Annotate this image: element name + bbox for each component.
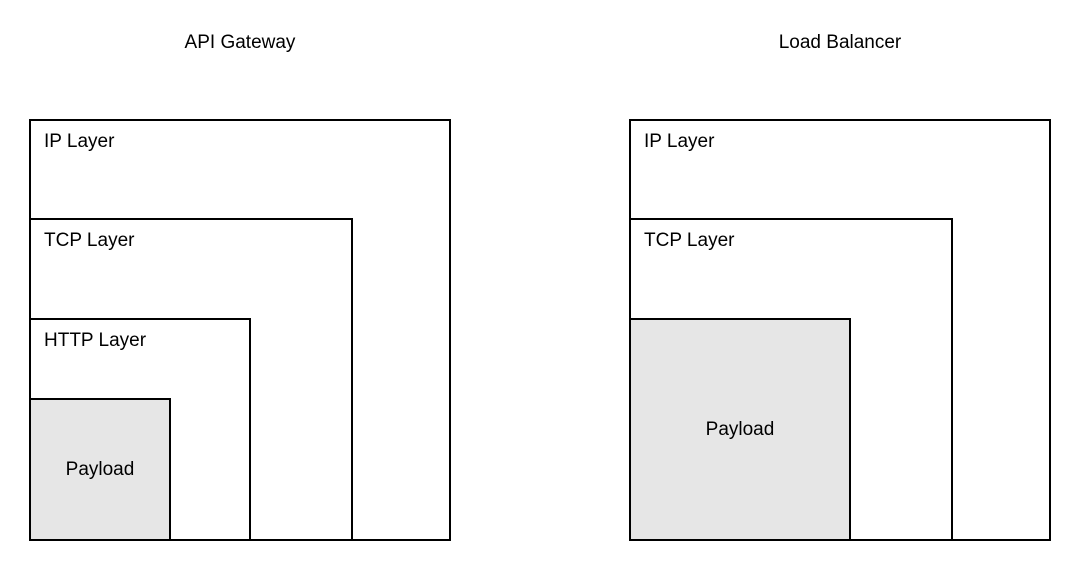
api-gateway-tcp-layer-label: TCP Layer <box>44 230 135 251</box>
load-balancer-payload-box: Payload <box>629 318 851 541</box>
api-gateway-ip-layer-label: IP Layer <box>44 131 115 152</box>
diagram-title-api-gateway: API Gateway <box>184 32 296 53</box>
load-balancer-tcp-layer-label: TCP Layer <box>644 230 735 251</box>
load-balancer-payload-label: Payload <box>705 418 775 440</box>
diagram-title-load-balancer: Load Balancer <box>778 32 902 53</box>
api-gateway-payload-box: Payload <box>29 398 171 541</box>
load-balancer-ip-layer-label: IP Layer <box>644 131 715 152</box>
api-gateway-payload-label: Payload <box>65 458 135 480</box>
api-gateway-http-layer-label: HTTP Layer <box>44 330 147 351</box>
